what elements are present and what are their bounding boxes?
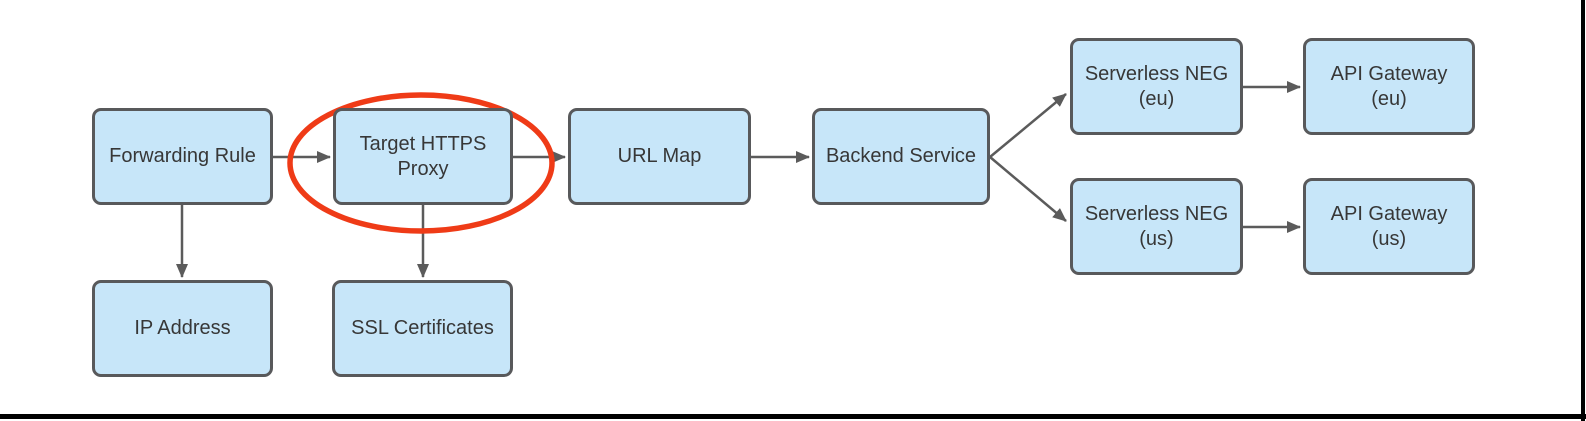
node-ssl-certificates: SSL Certificates xyxy=(332,280,513,377)
node-target-https-proxy: Target HTTPS Proxy xyxy=(333,108,513,205)
edge-backend-service-to-serverless-neg-us xyxy=(989,156,1067,222)
frame-border-bottom xyxy=(0,414,1586,419)
node-api-gateway-eu: API Gateway (eu) xyxy=(1303,38,1475,135)
frame-border-right xyxy=(1581,0,1585,421)
node-label: API Gateway xyxy=(1330,203,1448,226)
node-label: Proxy xyxy=(397,157,449,180)
edge-backend-service-to-serverless-neg-eu xyxy=(989,93,1067,158)
node-label: Forwarding Rule xyxy=(109,145,256,168)
node-label: Serverless NEG xyxy=(1084,63,1229,86)
node-label: Target HTTPS xyxy=(359,133,487,156)
node-label: IP Address xyxy=(134,317,231,340)
node-serverless-neg-us: Serverless NEG (us) xyxy=(1070,178,1243,275)
node-label: Backend Service xyxy=(825,145,977,168)
node-label: (us) xyxy=(1139,227,1174,250)
node-serverless-neg-eu: Serverless NEG (eu) xyxy=(1070,38,1243,135)
node-label: Serverless NEG xyxy=(1084,203,1229,226)
node-label: SSL Certificates xyxy=(351,317,494,340)
node-label: (eu) xyxy=(1371,87,1407,110)
node-url-map: URL Map xyxy=(568,108,751,205)
node-ip-address: IP Address xyxy=(92,280,273,377)
node-label: (eu) xyxy=(1138,87,1175,110)
node-forwarding-rule: Forwarding Rule xyxy=(92,108,273,205)
highlight-ellipse xyxy=(287,92,555,234)
node-label: API Gateway xyxy=(1330,63,1448,86)
node-api-gateway-us: API Gateway (us) xyxy=(1303,178,1475,275)
node-backend-service: Backend Service xyxy=(812,108,990,205)
node-label: (us) xyxy=(1371,227,1407,250)
node-label: URL Map xyxy=(617,145,702,168)
